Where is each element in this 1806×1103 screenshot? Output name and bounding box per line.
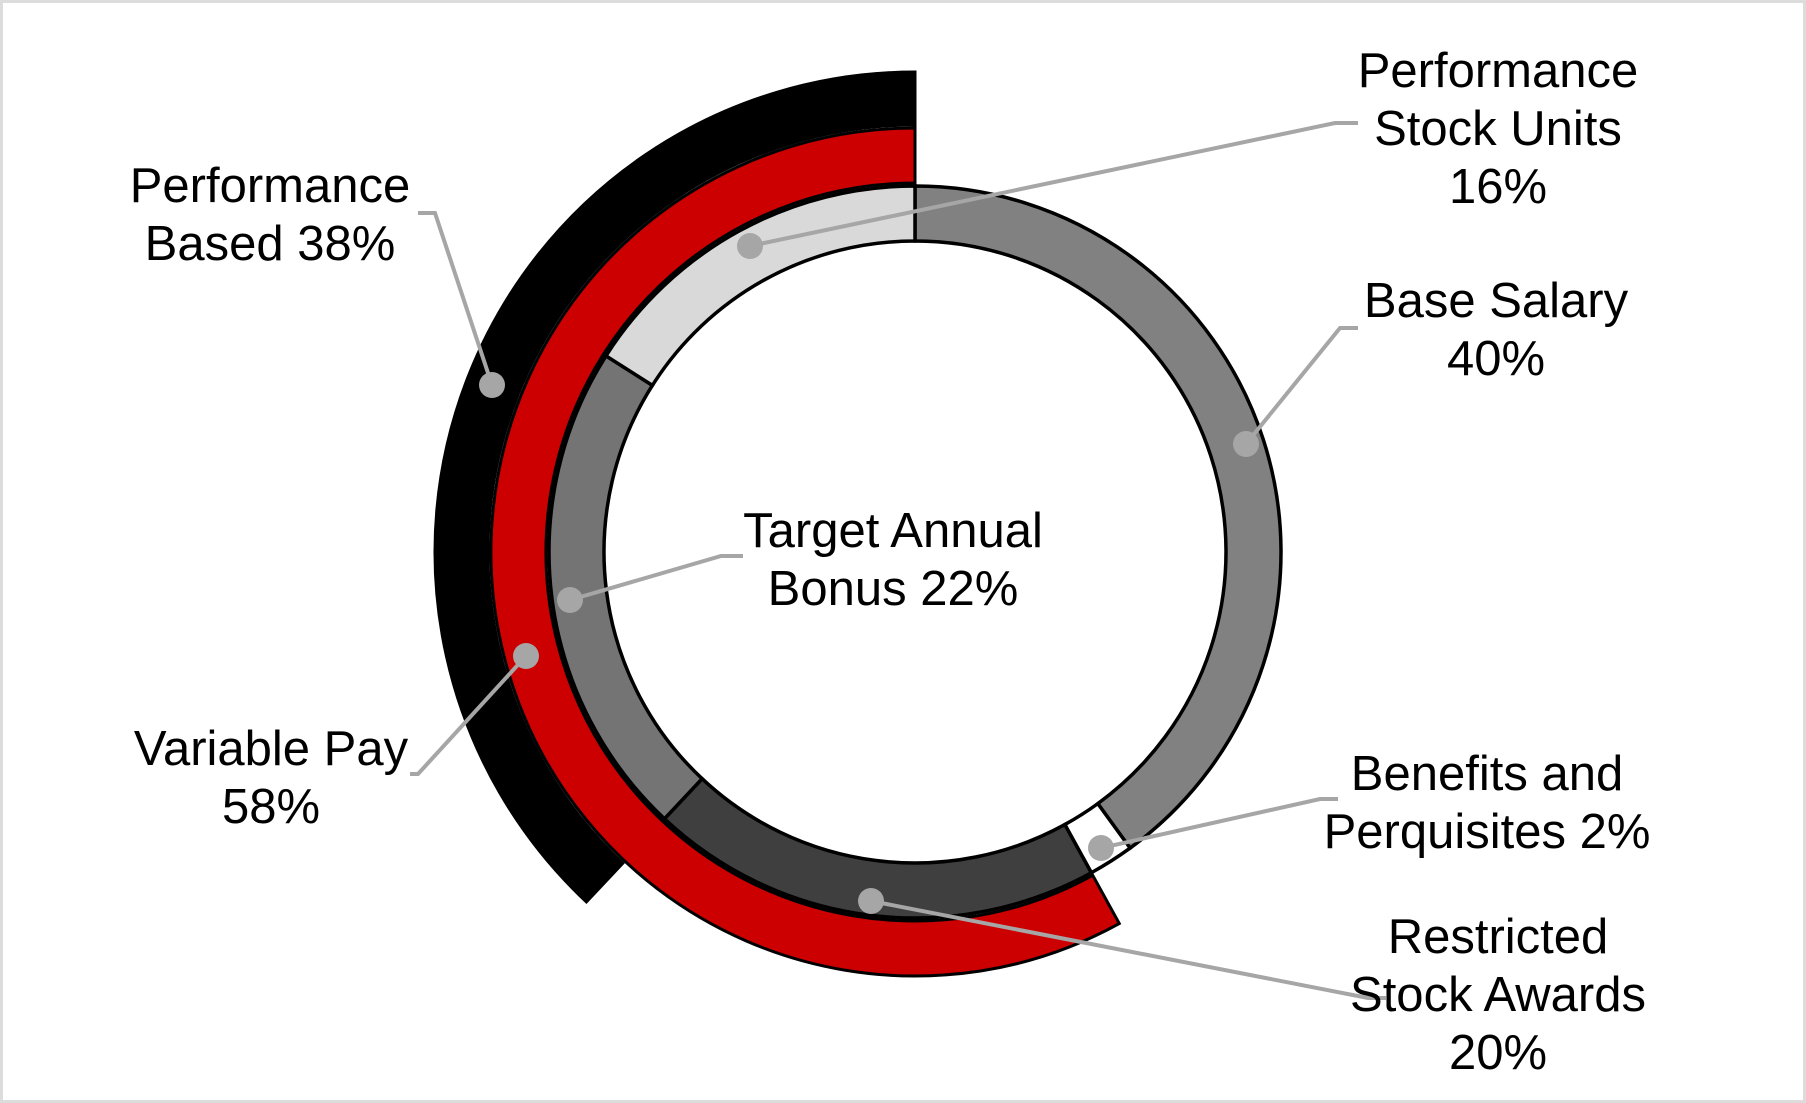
leader-dot-base-salary	[1233, 431, 1259, 457]
label-line: Target Annual	[743, 504, 1043, 558]
label-line: 40%	[1446, 332, 1546, 386]
label-line: Based 38%	[144, 217, 396, 271]
arc-performance-based	[433, 70, 917, 905]
leader-line-performance-based	[418, 211, 494, 386]
label-line: Base Salary	[1363, 274, 1629, 328]
label-line: Performance	[129, 159, 411, 213]
leader-line-benefits-and-perquisites	[1100, 797, 1338, 850]
label-line: Stock Awards	[1350, 968, 1646, 1022]
label-performance-based: Performance Based 38%	[130, 157, 411, 273]
compensation-donut-chart	[410, 70, 1386, 1000]
label-line: Stock Units	[1374, 102, 1622, 156]
label-line: 58%	[221, 780, 321, 834]
label-base-salary: Base Salary 40%	[1364, 272, 1628, 388]
label-performance-stock-units: Performance Stock Units 16%	[1358, 42, 1639, 216]
leader-dot-performance-stock-units	[737, 233, 763, 259]
label-variable-pay: Variable Pay 58%	[134, 720, 408, 836]
label-restricted-stock-awards: Restricted Stock Awards 20%	[1350, 908, 1646, 1082]
label-line: Performance	[1357, 44, 1639, 98]
segment-performance-stock-units	[603, 184, 917, 388]
leader-dot-target-annual-bonus	[557, 587, 583, 613]
leader-dot-restricted-stock-awards	[858, 888, 884, 914]
arc-variable-pay	[489, 126, 1122, 978]
leader-line-variable-pay	[410, 654, 528, 776]
leader-dot-performance-based	[479, 372, 505, 398]
leader-dot-variable-pay	[513, 643, 539, 669]
label-benefits-and-perquisites: Benefits and Perquisites 2%	[1324, 745, 1651, 861]
label-line: 20%	[1448, 1026, 1548, 1080]
label-line: Variable Pay	[133, 722, 409, 776]
leader-line-restricted-stock-awards	[870, 899, 1386, 1000]
label-target-annual-bonus: Target Annual Bonus 22%	[743, 502, 1043, 618]
label-line: 16%	[1448, 160, 1548, 214]
leader-line-performance-stock-units	[749, 121, 1358, 248]
leader-line-base-salary	[1244, 326, 1358, 446]
label-line: Benefits and	[1350, 747, 1624, 801]
label-line: Bonus 22%	[767, 562, 1019, 616]
label-line: Perquisites 2%	[1323, 805, 1651, 859]
leader-line-target-annual-bonus	[569, 554, 743, 602]
leader-dot-benefits-and-perquisites	[1088, 835, 1114, 861]
label-line: Restricted	[1387, 910, 1609, 964]
